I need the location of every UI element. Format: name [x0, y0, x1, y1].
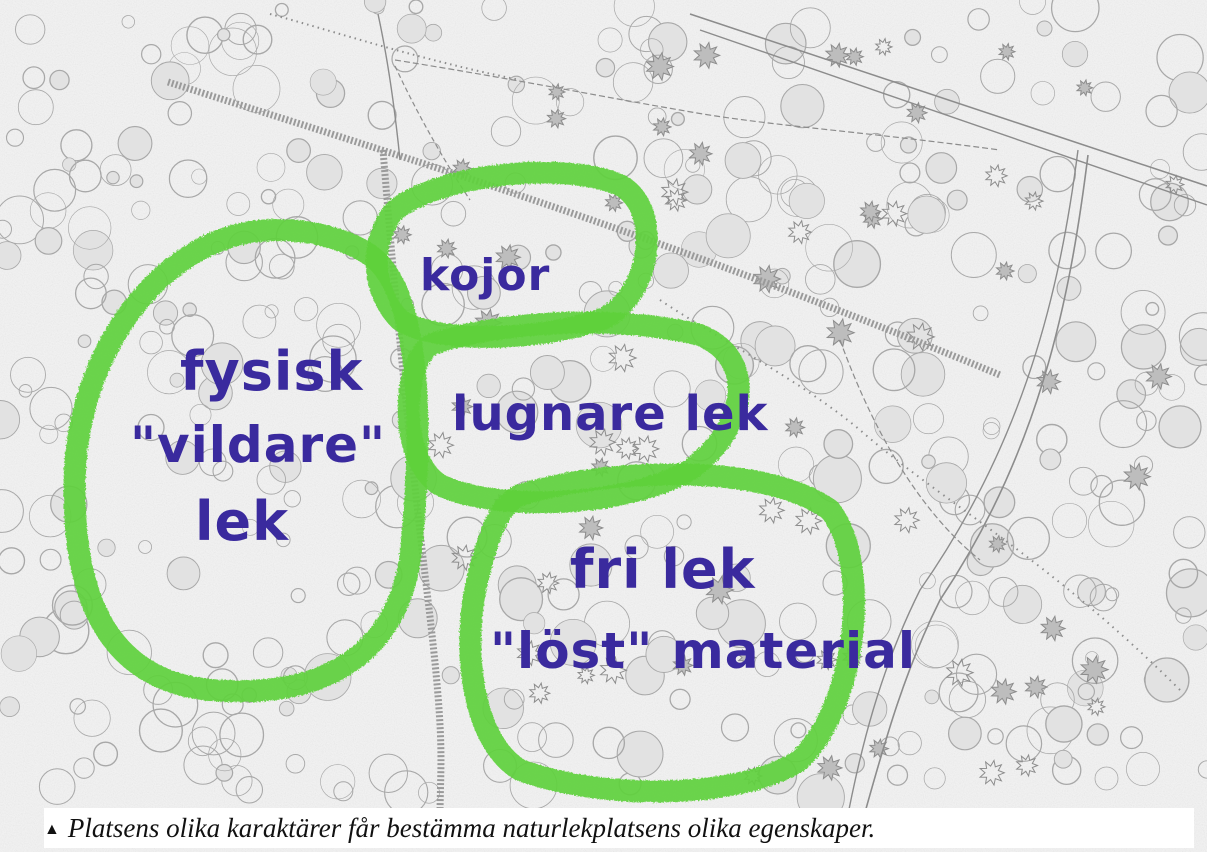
tree-canopy [922, 455, 935, 468]
tree-canopy [765, 23, 806, 64]
tree-canopy [397, 14, 426, 43]
tree-canopy [216, 765, 233, 782]
tree-canopy [824, 430, 853, 459]
tree-canopy [653, 253, 688, 288]
tree-canopy [1167, 569, 1207, 617]
zone-label-fri-line-1: fri lek [570, 538, 756, 601]
tree-canopy [901, 353, 945, 397]
tree-canopy [508, 76, 524, 92]
tree-canopy [908, 196, 945, 233]
tree-canopy [1046, 706, 1082, 742]
tree-canopy [781, 85, 824, 128]
tree-canopy [1183, 625, 1207, 650]
zone-label-lugnare: lugnare lek [452, 386, 768, 442]
tree-canopy [442, 667, 459, 684]
tree-canopy [279, 701, 294, 716]
tree-canopy [755, 326, 795, 366]
tree-canopy [1169, 72, 1207, 113]
tree-canopy [1159, 226, 1178, 245]
tree-canopy [78, 335, 91, 348]
tree-canopy [107, 171, 119, 183]
caption-triangle-icon: ▲ [44, 821, 60, 838]
tree-canopy [706, 214, 750, 258]
tree-canopy [0, 697, 20, 717]
tree-canopy [789, 183, 824, 218]
caption-text: Platsens olika karaktärer får bestämma n… [68, 813, 875, 843]
tree-canopy [725, 143, 761, 179]
tree-canopy [1040, 449, 1061, 470]
figure-caption: ▲ Platsens olika karaktärer får bestämma … [44, 808, 1194, 848]
tree-canopy [118, 127, 152, 161]
tree-canopy [1054, 750, 1072, 768]
tree-canopy [73, 230, 113, 270]
tree-canopy [530, 356, 564, 390]
tree-canopy [1037, 21, 1052, 36]
tree-canopy [130, 175, 143, 188]
tree-canopy [365, 482, 378, 495]
tree-canopy [307, 154, 343, 190]
tree-canopy [367, 168, 397, 198]
zone-label-kojor: kojor [420, 250, 550, 301]
tree-canopy [167, 557, 200, 590]
tree-canopy [834, 241, 881, 288]
tree-canopy [35, 228, 62, 255]
tree-canopy [596, 58, 614, 76]
tree-canopy [1145, 658, 1189, 702]
tree-canopy [672, 113, 685, 126]
tree-canopy [874, 406, 911, 443]
zone-label-fysisk-line-3: lek [195, 490, 289, 553]
tree-canopy [1062, 41, 1087, 66]
tree-canopy [423, 142, 440, 159]
tree-canopy [926, 153, 957, 184]
tree-canopy [1057, 277, 1081, 301]
tree-canopy [1004, 585, 1042, 623]
tree-canopy [905, 30, 921, 46]
tree-canopy [287, 139, 311, 163]
tree-canopy [218, 29, 230, 41]
tree-canopy [153, 301, 177, 325]
tree-canopy [1, 636, 37, 672]
tree-canopy [98, 539, 115, 556]
zone-label-fysisk-line-1: fysisk [180, 340, 363, 403]
tree-canopy [1121, 325, 1165, 369]
tree-canopy [845, 754, 864, 773]
tree-canopy [1056, 322, 1096, 362]
tree-canopy [50, 70, 69, 89]
tree-canopy [1087, 724, 1108, 745]
tree-canopy [947, 190, 967, 210]
tree-canopy [984, 487, 1015, 518]
tree-canopy [925, 690, 939, 704]
zone-label-fysisk-line-2: "vildare" [130, 416, 386, 474]
tree-canopy [425, 24, 442, 41]
tree-canopy [949, 717, 982, 750]
zone-label-fri-line-2: "löst" material [490, 622, 916, 680]
tree-canopy [1018, 265, 1036, 283]
tree-canopy [1159, 406, 1201, 448]
tree-canopy [310, 69, 336, 95]
tree-canopy [926, 463, 966, 503]
